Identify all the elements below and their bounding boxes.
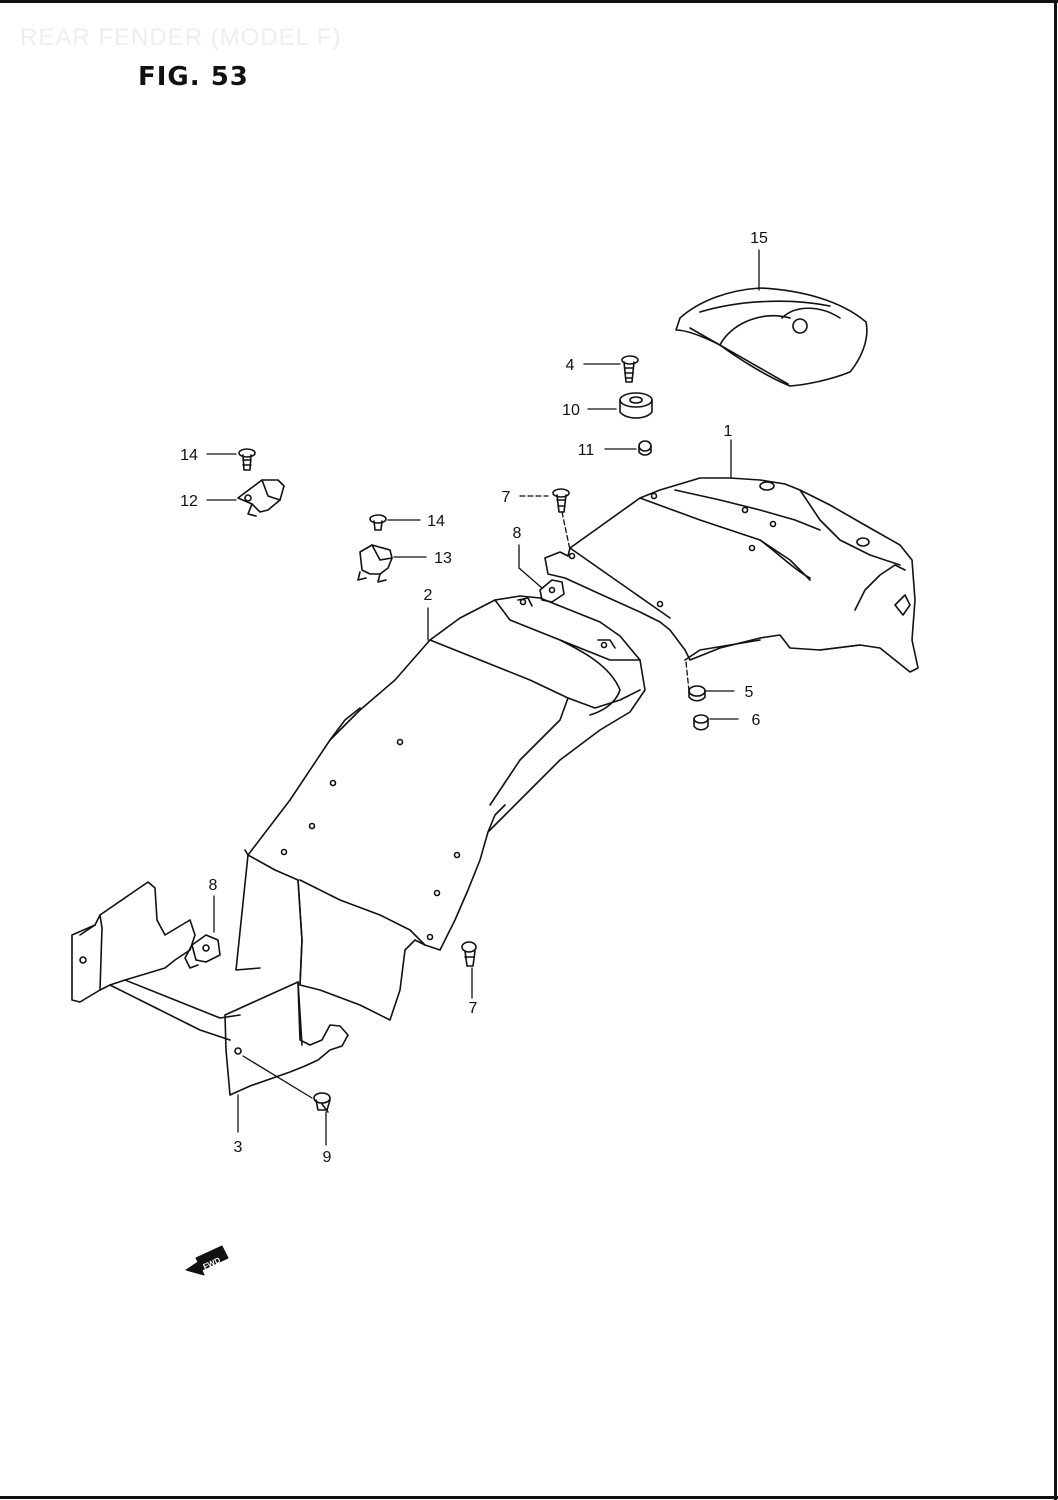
part-12-clamp: [237, 479, 285, 517]
right-border: [1054, 0, 1057, 1500]
callout-7b: 7: [469, 1000, 478, 1017]
callout-2: 2: [424, 587, 433, 604]
part-9-bolt: [313, 1092, 331, 1113]
part-1-rear-fender-upper: [544, 477, 919, 673]
part-2-main-fender: [235, 595, 646, 1021]
part-7-screw-bottom: [461, 941, 477, 967]
part-6-cushion: [693, 714, 709, 731]
callout-7a: 7: [502, 489, 511, 506]
callout-12: 12: [180, 493, 198, 510]
part-8-clip-nut-top: [539, 579, 565, 603]
top-border: [0, 0, 1058, 3]
callout-9: 9: [323, 1149, 332, 1166]
callout-8a: 8: [513, 525, 522, 542]
part-14-screw-a: [238, 448, 256, 471]
callout-15: 15: [750, 230, 768, 247]
callout-8b: 8: [209, 877, 218, 894]
part-13-bracket: [357, 544, 393, 583]
callout-labels: 15 4 10 11 1 14 12 14 13 7 8 2 5 6 8 7 3…: [180, 230, 768, 1166]
bottom-border: [0, 1496, 1058, 1499]
callout-4: 4: [566, 357, 575, 374]
part-10-collar: [619, 392, 653, 419]
part-14-screw-b: [369, 514, 387, 531]
callout-10: 10: [562, 402, 580, 419]
callout-13: 13: [434, 550, 452, 567]
callout-6: 6: [752, 712, 761, 729]
part-8-clip-nut-bottom: [184, 934, 221, 969]
faded-section-title: REAR FENDER (MODEL F): [20, 24, 342, 51]
part-7-screw-top: [552, 488, 570, 513]
fwd-arrow-icon: FWD: [185, 1245, 229, 1276]
part-3-license-bracket: [71, 881, 349, 1096]
part-4-screw: [621, 355, 639, 383]
callout-14a: 14: [180, 447, 198, 464]
figure-label: FIG. 53: [138, 62, 249, 92]
callout-1: 1: [724, 423, 733, 440]
part-15-cover: [675, 287, 868, 387]
callout-11: 11: [578, 442, 595, 459]
part-5-grommet: [688, 685, 706, 702]
leader-lines: [206, 249, 760, 1146]
part-11-nut: [638, 440, 652, 456]
callout-14b: 14: [427, 513, 445, 530]
callout-3: 3: [234, 1139, 243, 1156]
callout-5: 5: [745, 684, 754, 701]
